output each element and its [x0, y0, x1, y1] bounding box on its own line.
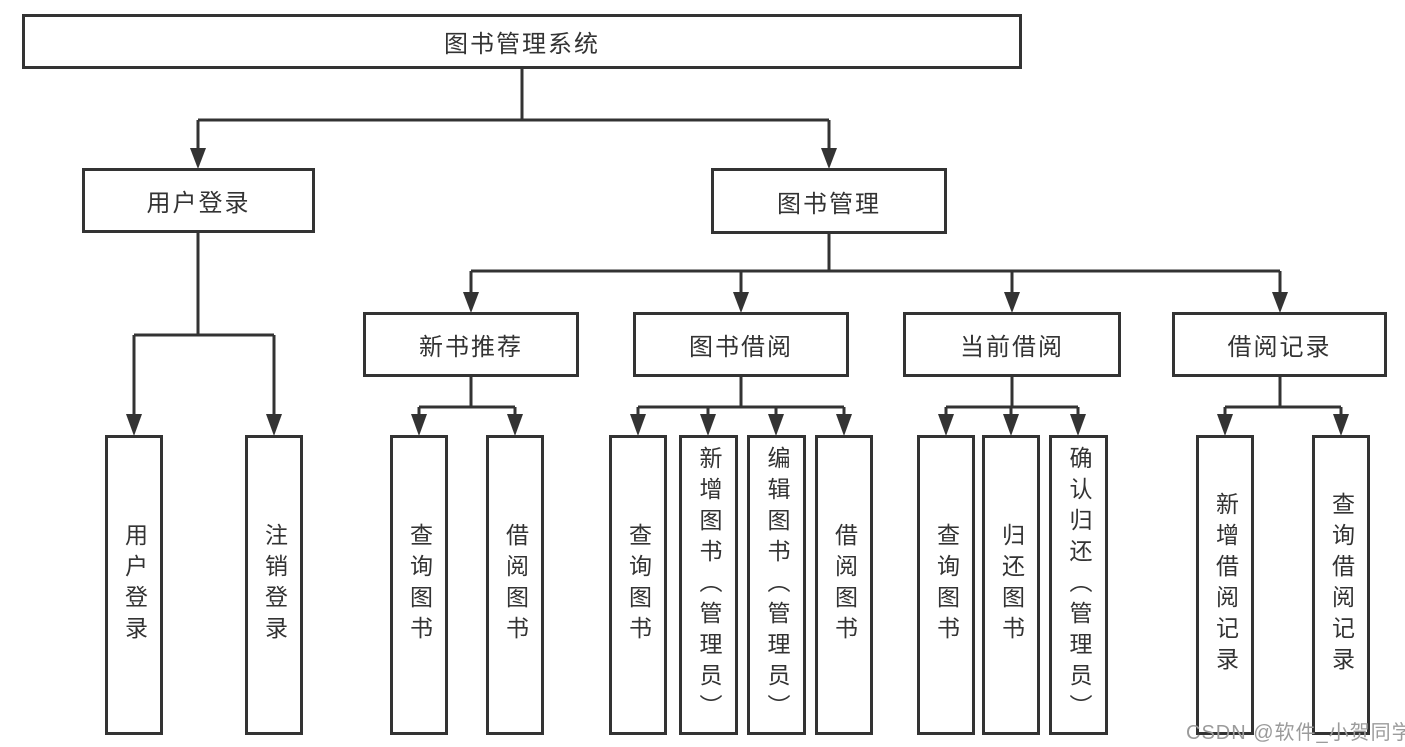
node-label: 图书管理系统 — [444, 31, 600, 58]
node-leaf-query-books-1: 查询图书 — [390, 435, 448, 735]
node-label: 查询图书 — [406, 523, 433, 647]
node-borrowing-records: 借阅记录 — [1172, 312, 1387, 377]
node-label: 新书推荐 — [419, 334, 523, 361]
node-leaf-borrow-books-2: 借阅图书 — [815, 435, 873, 735]
node-leaf-edit-books-admin: 编辑图书（管理员） — [747, 435, 806, 735]
node-label: 用户登录 — [146, 190, 251, 217]
node-label: 查询图书 — [625, 523, 652, 647]
node-leaf-query-books-2: 查询图书 — [609, 435, 667, 735]
node-label: 归还图书 — [998, 523, 1025, 647]
node-book-management: 图书管理 — [711, 168, 947, 234]
node-leaf-query-books-3: 查询图书 — [917, 435, 975, 735]
node-label: 用户登录 — [121, 523, 148, 647]
node-leaf-logout: 注销登录 — [245, 435, 303, 735]
node-leaf-borrow-books-1: 借阅图书 — [486, 435, 544, 735]
node-label: 当前借阅 — [960, 334, 1064, 361]
node-leaf-user-login: 用户登录 — [105, 435, 163, 735]
node-label: 注销登录 — [261, 523, 288, 647]
node-leaf-query-borrow-record: 查询借阅记录 — [1312, 435, 1370, 735]
node-label: 借阅图书 — [831, 523, 858, 647]
node-leaf-return-books: 归还图书 — [982, 435, 1040, 735]
node-label: 新增借阅记录 — [1212, 492, 1239, 678]
node-leaf-add-books-admin: 新增图书（管理员） — [679, 435, 738, 735]
node-label: 借阅记录 — [1227, 334, 1332, 361]
node-label: 查询图书 — [933, 523, 960, 647]
node-label: 确认归还（管理员） — [1066, 445, 1092, 725]
node-user-login-group: 用户登录 — [82, 168, 315, 233]
node-new-book-recommend: 新书推荐 — [363, 312, 579, 377]
node-book-borrowing: 图书借阅 — [633, 312, 849, 377]
node-label: 图书借阅 — [689, 334, 793, 361]
node-label: 借阅图书 — [502, 523, 529, 647]
node-library-management-system: 图书管理系统 — [22, 14, 1022, 69]
node-current-borrowing: 当前借阅 — [903, 312, 1121, 377]
node-label: 查询借阅记录 — [1328, 492, 1355, 678]
csdn-watermark: CSDN @软件_小贺同学 — [1186, 722, 1405, 744]
node-leaf-confirm-return-admin: 确认归还（管理员） — [1049, 435, 1108, 735]
node-leaf-add-borrow-record: 新增借阅记录 — [1196, 435, 1254, 735]
node-label: 编辑图书（管理员） — [764, 445, 790, 725]
node-label: 新增图书（管理员） — [696, 445, 722, 725]
node-label: 图书管理 — [777, 190, 881, 218]
